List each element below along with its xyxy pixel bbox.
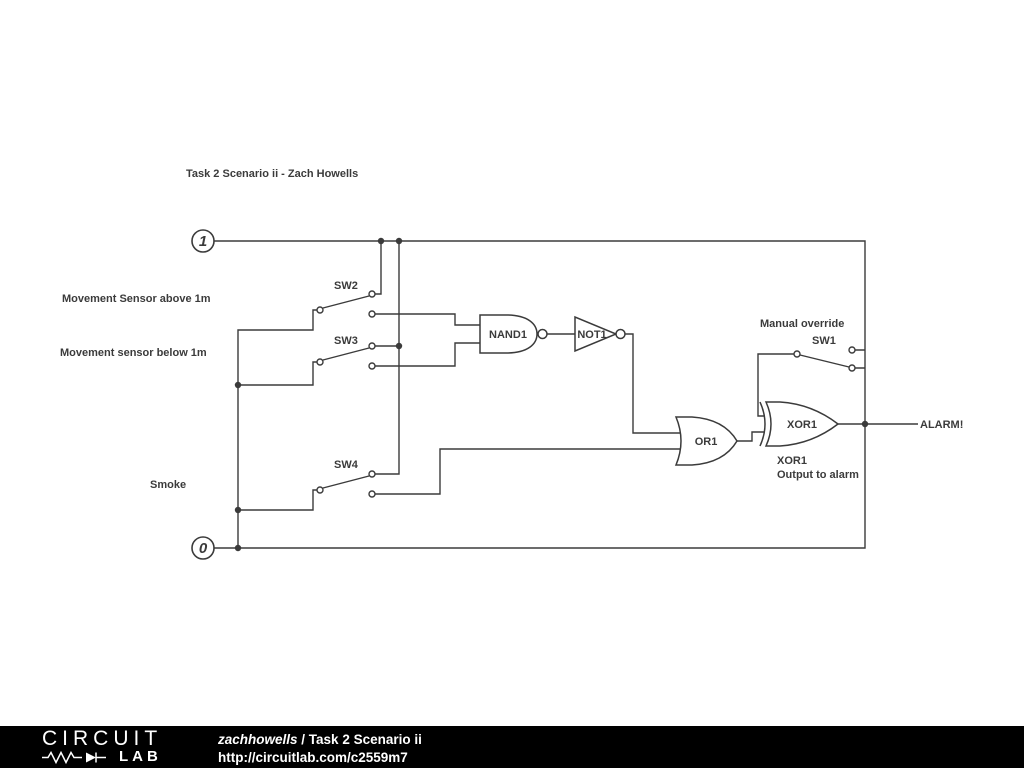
switch-sw2	[316, 290, 376, 318]
node-logic-high: 1	[191, 229, 215, 253]
label-sw2: SW2	[334, 280, 358, 292]
junction-dot	[234, 544, 242, 552]
wire-or-to-xor	[737, 431, 765, 442]
footer-separator: /	[297, 732, 309, 747]
or1-gate	[674, 416, 738, 466]
circuit-schematic: 1 0 Task 2 Scenario ii - Zach Howells Mo…	[60, 168, 963, 560]
switch-sw4	[316, 470, 376, 498]
wire-not-to-or	[625, 333, 684, 434]
label-movement-below: Movement sensor below 1m	[60, 347, 207, 359]
wire-rails	[214, 240, 866, 549]
footer-title-line: zachhowells / Task 2 Scenario ii	[218, 731, 422, 749]
circuitlab-logo-text: CIRCUIT	[42, 727, 163, 750]
label-sw3: SW3	[334, 335, 358, 347]
junction-dot	[861, 420, 869, 428]
junction-dots	[234, 237, 869, 552]
label-xor1: XOR1	[787, 419, 817, 431]
label-alarm: ALARM!	[920, 419, 963, 431]
node-high-label: 1	[199, 233, 207, 250]
footer-bar: CIRCUIT LAB zachhowells / Task 2 Scenari…	[0, 726, 1024, 768]
wire-sw1-stubs	[855, 349, 865, 369]
junction-dot	[377, 237, 385, 245]
junction-dot	[234, 381, 242, 389]
label-xor-note-line1: XOR1	[777, 455, 807, 467]
node-logic-low: 0	[191, 536, 215, 560]
label-not1: NOT1	[577, 329, 606, 341]
xor1-gate	[759, 401, 840, 447]
label-movement-above: Movement Sensor above 1m	[62, 293, 211, 305]
footer-author: zachhowells	[218, 732, 298, 747]
wire-feed-sw2-high	[375, 241, 382, 295]
circuitlab-logo-lab: LAB	[119, 748, 162, 765]
label-sw1: SW1	[812, 335, 836, 347]
switch-sw3	[316, 342, 376, 370]
label-sw4: SW4	[334, 459, 359, 471]
schematic-title: Task 2 Scenario ii - Zach Howells	[186, 168, 358, 180]
wire-sw4-to-or	[375, 448, 684, 495]
switch-sw1	[793, 346, 856, 372]
wire-sw1-to-xor	[757, 353, 794, 417]
junction-dot	[395, 237, 403, 245]
not1-gate	[574, 315, 626, 353]
circuitlab-logo[interactable]: CIRCUIT LAB	[42, 727, 163, 765]
footer-url[interactable]: http://circuitlab.com/c2559m7	[218, 750, 408, 765]
wire-sw2-to-nand	[375, 313, 480, 326]
label-or1: OR1	[695, 436, 718, 448]
junction-dot	[234, 506, 242, 514]
nand1-inversion-bubble	[537, 328, 548, 340]
resistor-diode-icon	[42, 750, 106, 764]
node-low-label: 0	[199, 540, 208, 557]
label-xor-note-line2: Output to alarm	[777, 469, 859, 481]
nand1-gate	[479, 314, 548, 354]
footer-circuit-title: Task 2 Scenario ii	[308, 732, 422, 747]
label-smoke: Smoke	[150, 479, 186, 491]
junction-dot	[395, 342, 403, 350]
label-nand1: NAND1	[489, 329, 527, 341]
wire-feed-sw3-sw4-high	[375, 241, 400, 475]
footer-credits: zachhowells / Task 2 Scenario ii http://…	[218, 731, 422, 767]
wire-zero-bus	[237, 309, 317, 548]
not1-inversion-bubble	[615, 328, 626, 340]
wire-sw3-to-nand	[375, 342, 480, 367]
label-manual-override: Manual override	[760, 318, 844, 330]
